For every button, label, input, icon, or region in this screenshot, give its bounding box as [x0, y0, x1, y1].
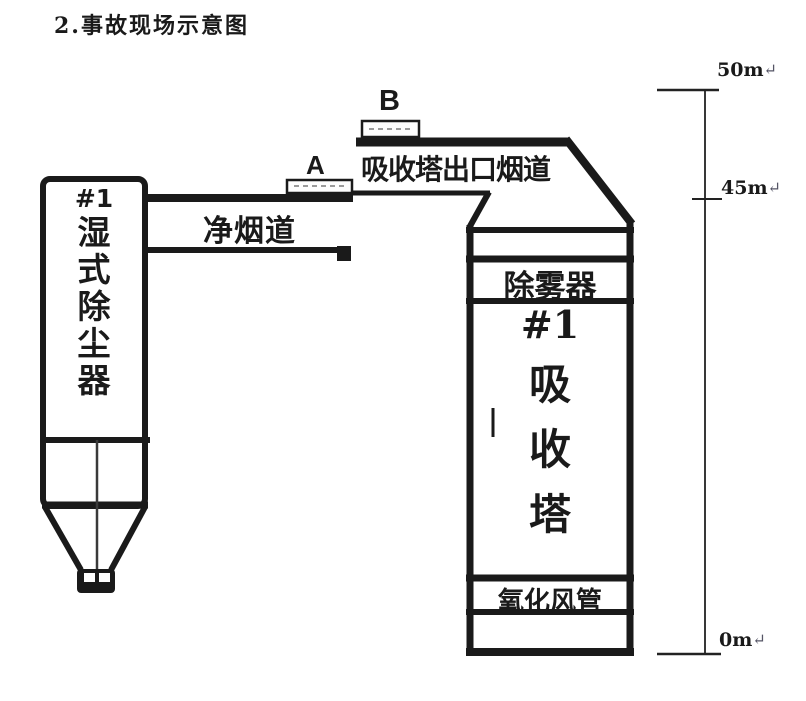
absorber-name: 吸收塔 — [528, 360, 571, 539]
marker-b-label: B — [379, 85, 400, 117]
clean-flue-end-cap — [337, 246, 351, 261]
hopper-outlet-cell-left — [84, 573, 95, 582]
return-mark-icon: ↵ — [752, 630, 766, 649]
hopper-left-slope — [42, 505, 84, 572]
demister-label: 除雾器 — [503, 269, 597, 305]
outlet-flue-duct-shape — [351, 136, 636, 230]
oxidation-duct-label: 氧化风管 — [497, 587, 602, 617]
elevation-scale-shape — [657, 88, 722, 656]
scale-label-0m: 0m↵ — [719, 629, 766, 651]
return-mark-icon: ↵ — [767, 178, 781, 197]
marker-a-label: A — [306, 150, 325, 180]
hopper-right-slope — [108, 505, 148, 572]
scale-label-0m-text: 0m — [719, 629, 753, 651]
outlet-flue-right-slope — [562, 136, 636, 227]
clean-flue-label: 净烟道 — [203, 214, 296, 249]
clean-flue-duct-shape — [146, 194, 353, 261]
return-mark-icon: ↵ — [763, 60, 777, 79]
marker-a-box — [285, 178, 354, 195]
scale-label-45m: 45m↵ — [721, 177, 781, 199]
outlet-flue-label: 吸收塔出口烟道 — [361, 153, 551, 186]
scale-label-50m-text: 50m — [717, 59, 764, 81]
dust-collector-label: #1 湿式除尘器 — [44, 184, 144, 400]
outlet-flue-left-slope — [466, 190, 492, 230]
absorber-tag: #1 — [520, 302, 580, 347]
dust-collector-tag: #1 — [74, 184, 114, 213]
hopper-outlet-cell-right — [99, 573, 110, 582]
absorber-tower-shape — [466, 220, 634, 656]
dust-collector-shape — [40, 176, 150, 593]
dust-collector-name: 湿式除尘器 — [77, 213, 111, 400]
scale-label-45m-text: 45m — [721, 177, 768, 199]
marker-boxes — [285, 119, 421, 195]
scale-label-50m: 50m↵ — [717, 59, 777, 81]
absorber-name-wrap: 吸收塔 — [470, 352, 630, 547]
page-title: 2.事故现场示意图 — [54, 13, 249, 39]
